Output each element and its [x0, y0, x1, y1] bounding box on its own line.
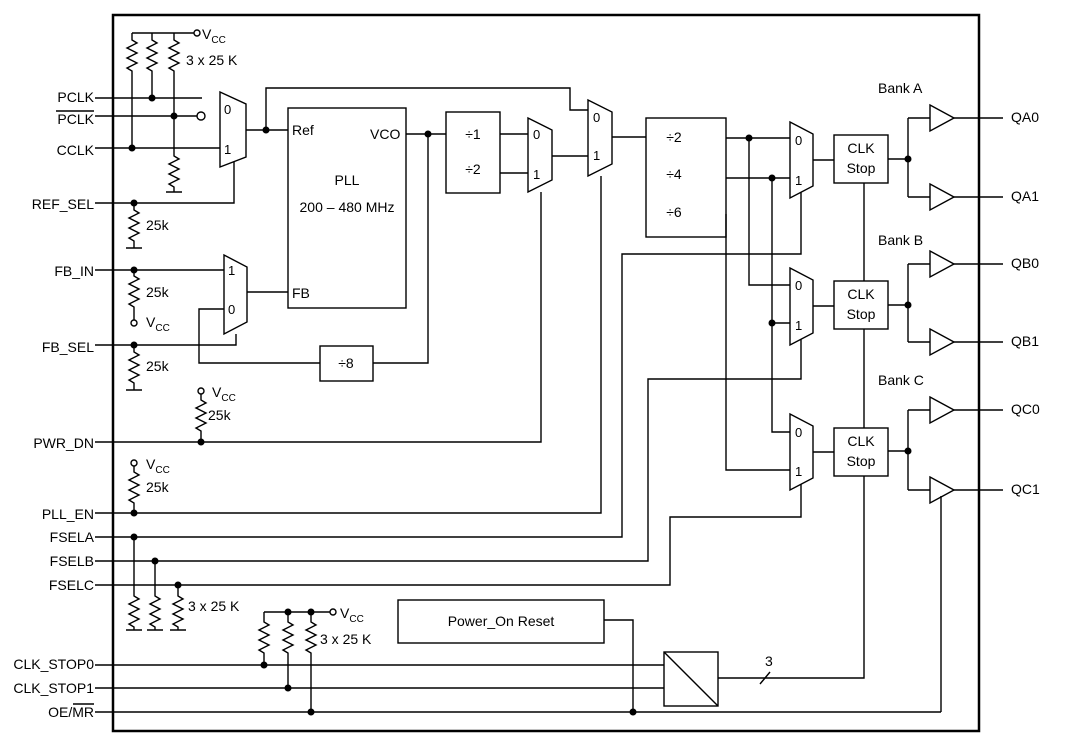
- pll-range: 200 – 480 MHz: [300, 199, 395, 215]
- bank-a-label: Bank A: [878, 80, 923, 96]
- svg-text:0: 0: [228, 302, 235, 317]
- vcc-label-1: VCC: [202, 26, 226, 46]
- svg-text:Stop: Stop: [847, 160, 876, 176]
- svg-text:÷2: ÷2: [666, 129, 682, 145]
- svg-text:0: 0: [795, 425, 802, 440]
- bank-a-mux: [789, 120, 814, 200]
- bus-width-label: 3: [765, 653, 773, 669]
- pin-clk-stop1: CLK_STOP1: [13, 680, 94, 696]
- buffer-qa1: [929, 182, 956, 212]
- pin-clk-stop0: CLK_STOP0: [13, 656, 94, 672]
- pin-oe-mr: OE/MR: [48, 704, 94, 720]
- chip-frame: [111, 13, 981, 733]
- svg-text:÷4: ÷4: [666, 166, 682, 182]
- svg-text:0: 0: [795, 133, 802, 148]
- svg-text:Stop: Stop: [847, 306, 876, 322]
- svg-text:÷1: ÷1: [465, 126, 481, 142]
- buffer-qa0: [929, 103, 956, 133]
- vcc-label-2: VCC: [146, 314, 170, 334]
- svg-text:CLK: CLK: [847, 433, 875, 449]
- pulldown-value-fsel: 3 x 25 K: [188, 598, 240, 614]
- buffer-qb1: [929, 327, 956, 357]
- svg-text:1: 1: [228, 263, 235, 278]
- svg-text:FB: FB: [292, 285, 310, 301]
- div246-block: ÷2 ÷4 ÷6: [645, 117, 727, 238]
- svg-text:CLK: CLK: [847, 286, 875, 302]
- pin-fb-sel: FB_SEL: [42, 339, 94, 355]
- svg-text:Power_On Reset: Power_On Reset: [448, 613, 555, 629]
- svg-text:1: 1: [224, 142, 231, 157]
- svg-text:1: 1: [593, 148, 600, 163]
- svg-text:1: 1: [795, 173, 802, 188]
- pullup-value-1: 3 x 25 K: [186, 52, 238, 68]
- pin-fselc: FSELC: [49, 577, 94, 593]
- svg-text:1: 1: [795, 464, 802, 479]
- svg-text:0: 0: [795, 278, 802, 293]
- pll-block: PLL 200 – 480 MHz Ref VCO FB: [287, 107, 407, 309]
- pin-cclk: CCLK: [57, 142, 95, 158]
- clk-stop-b: CLK Stop: [813, 280, 889, 330]
- pin-fb-in: FB_IN: [54, 263, 94, 279]
- buffer-qc0: [929, 395, 956, 425]
- svg-text:25k: 25k: [146, 479, 170, 495]
- bank-b-label: Bank B: [878, 232, 923, 248]
- pin-pclk-n: PCLK: [57, 111, 94, 127]
- output-labels: QA0 QA1 QB0 QB1 QC0 QC1: [1011, 109, 1040, 497]
- pll-bypass-mux: [587, 98, 613, 178]
- buffer-qb0: [929, 249, 956, 279]
- svg-text:25k: 25k: [146, 358, 170, 374]
- svg-text:0: 0: [533, 127, 540, 142]
- fb-mux: [223, 253, 248, 336]
- bank-c-mux: [789, 412, 814, 492]
- pin-labels: PCLK PCLK CCLK REF_SEL FB_IN FB_SEL PWR_…: [13, 89, 94, 720]
- svg-text:VCO: VCO: [370, 126, 400, 142]
- input-mux: [219, 90, 247, 169]
- svg-text:25k: 25k: [146, 284, 170, 300]
- power-on-reset-block: [397, 599, 605, 644]
- vcc-label-4: VCC: [146, 456, 170, 476]
- svg-text:QA1: QA1: [1011, 188, 1039, 204]
- pin-pwr-dn: PWR_DN: [33, 435, 94, 451]
- pullup-value-clkstop: 3 x 25 K: [320, 631, 372, 647]
- svg-text:QB1: QB1: [1011, 333, 1039, 349]
- inverter-bubble: [196, 111, 206, 121]
- pin-pclk: PCLK: [57, 89, 94, 105]
- buffer-qc1: [929, 475, 956, 505]
- clk-stop-a: CLK Stop: [813, 134, 889, 184]
- svg-text:Ref: Ref: [292, 122, 314, 138]
- svg-text:0: 0: [224, 102, 231, 117]
- bank-c-label: Bank C: [878, 372, 924, 388]
- fb-section: 25k VCC 1 0 25k: [95, 253, 320, 391]
- svg-text:QC1: QC1: [1011, 481, 1040, 497]
- pin-fselb: FSELB: [50, 553, 94, 569]
- svg-text:25k: 25k: [208, 407, 232, 423]
- div12-block: ÷1 ÷2: [445, 111, 501, 194]
- svg-text:1: 1: [795, 318, 802, 333]
- svg-text:25k: 25k: [146, 217, 170, 233]
- svg-text:÷2: ÷2: [465, 161, 481, 177]
- pin-pll-en: PLL_EN: [42, 506, 94, 522]
- bank-b-mux: [789, 266, 814, 347]
- vco-div-mux: [527, 116, 553, 194]
- svg-text:0: 0: [593, 110, 600, 125]
- svg-text:QB0: QB0: [1011, 255, 1039, 271]
- pll-title: PLL: [335, 172, 360, 188]
- svg-text:÷6: ÷6: [666, 204, 682, 220]
- svg-text:CLK: CLK: [847, 140, 875, 156]
- vcc-label-5: VCC: [340, 605, 364, 625]
- input-section: 0 1 VCC 3 x 25 K 25k: [95, 26, 247, 249]
- clock-stop-register: [663, 651, 719, 707]
- svg-text:÷8: ÷8: [338, 355, 354, 371]
- pin-fsela: FSELA: [50, 529, 95, 545]
- svg-text:Stop: Stop: [847, 453, 876, 469]
- svg-text:QA0: QA0: [1011, 109, 1039, 125]
- clk-stop-c: CLK Stop: [813, 427, 889, 477]
- svg-text:QC0: QC0: [1011, 401, 1040, 417]
- vcc-label-3: VCC: [212, 384, 236, 404]
- svg-text:1: 1: [533, 167, 540, 182]
- pin-ref-sel: REF_SEL: [32, 196, 94, 212]
